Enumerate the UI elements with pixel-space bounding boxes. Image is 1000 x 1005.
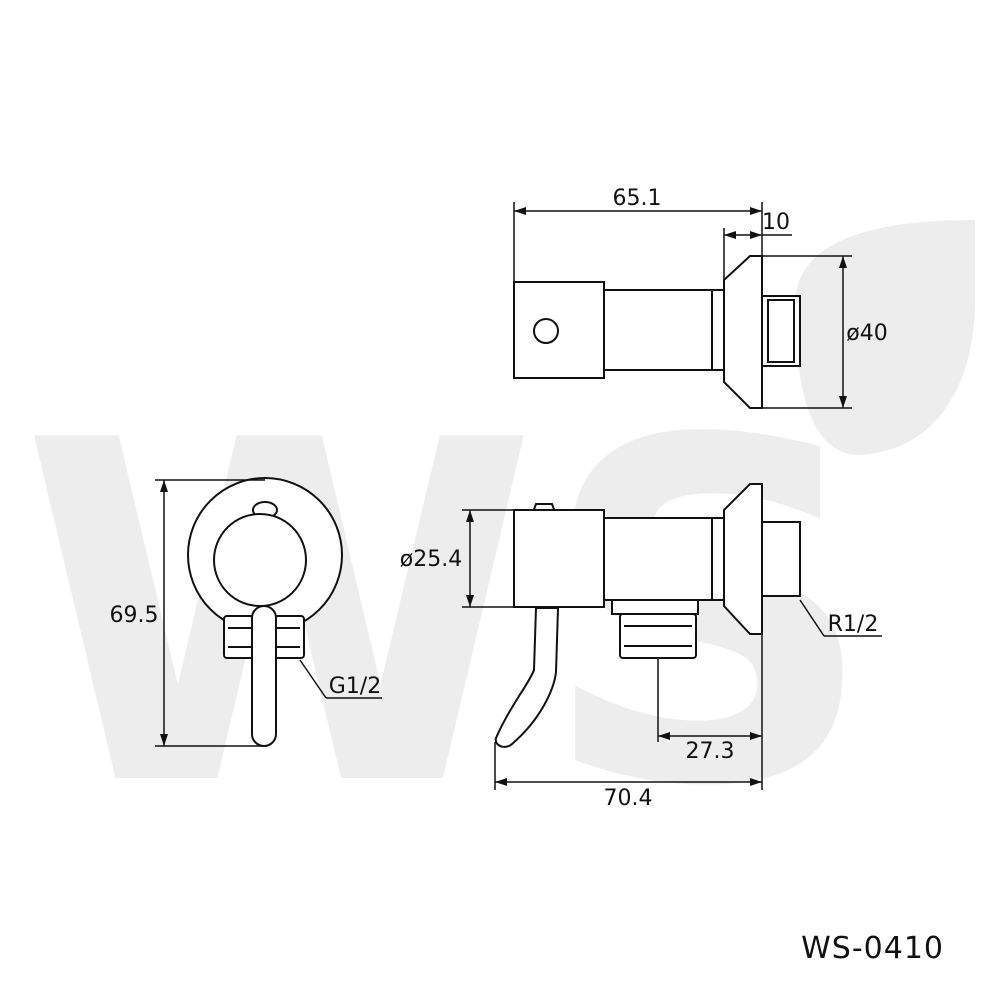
top-inlet-inner xyxy=(767,299,795,363)
outlet-thread-label: G1/2 xyxy=(329,674,381,699)
inlet-thread-label: R1/2 xyxy=(828,612,879,637)
dim-body-diameter-label: ø25.4 xyxy=(400,547,462,572)
model-code: WS-0410 xyxy=(801,931,944,966)
front-view xyxy=(494,483,801,748)
top-valve-body xyxy=(603,289,713,371)
top-handle-block xyxy=(513,281,605,379)
leader-inlet-thread: R1/2 xyxy=(799,599,882,637)
registered-mark-circle xyxy=(829,299,915,385)
top-collar xyxy=(711,289,725,371)
dim-total-length-label: 70.4 xyxy=(604,786,653,811)
dim-top-length: 65.1 xyxy=(513,186,763,282)
registered-mark-letter: R xyxy=(852,315,892,375)
front-valve-body xyxy=(603,517,713,601)
front-flange xyxy=(723,483,763,635)
dim-flange-thickness-label: 10 xyxy=(762,210,790,235)
dim-outlet-offset-label: 27.3 xyxy=(686,739,735,764)
top-handle-hole xyxy=(533,318,559,344)
front-inlet-thread xyxy=(761,521,801,597)
front-outlet-collar xyxy=(611,599,699,615)
front-outlet-nut xyxy=(619,613,697,659)
dim-total-length: 70.4 xyxy=(494,742,762,811)
end-lever xyxy=(251,605,277,747)
top-view xyxy=(513,255,801,409)
dim-body-diameter: ø25.4 xyxy=(400,509,514,608)
dim-flange-thickness: 10 xyxy=(723,210,792,280)
dim-flange-diameter-label: ø40 xyxy=(846,321,887,346)
end-view xyxy=(187,477,343,747)
end-body-circle xyxy=(213,513,307,607)
dim-height-label: 69.5 xyxy=(110,603,159,628)
front-handle-block xyxy=(513,509,605,608)
front-collar xyxy=(711,517,725,601)
dim-flange-diameter: ø40 xyxy=(762,255,888,409)
dim-top-length-label: 65.1 xyxy=(613,186,662,211)
dim-outlet-offset: 27.3 xyxy=(657,634,763,790)
leader-outlet-thread: G1/2 xyxy=(299,659,382,699)
front-lever xyxy=(494,607,560,748)
dim-height: 69.5 xyxy=(110,479,265,747)
top-flange xyxy=(723,255,763,409)
